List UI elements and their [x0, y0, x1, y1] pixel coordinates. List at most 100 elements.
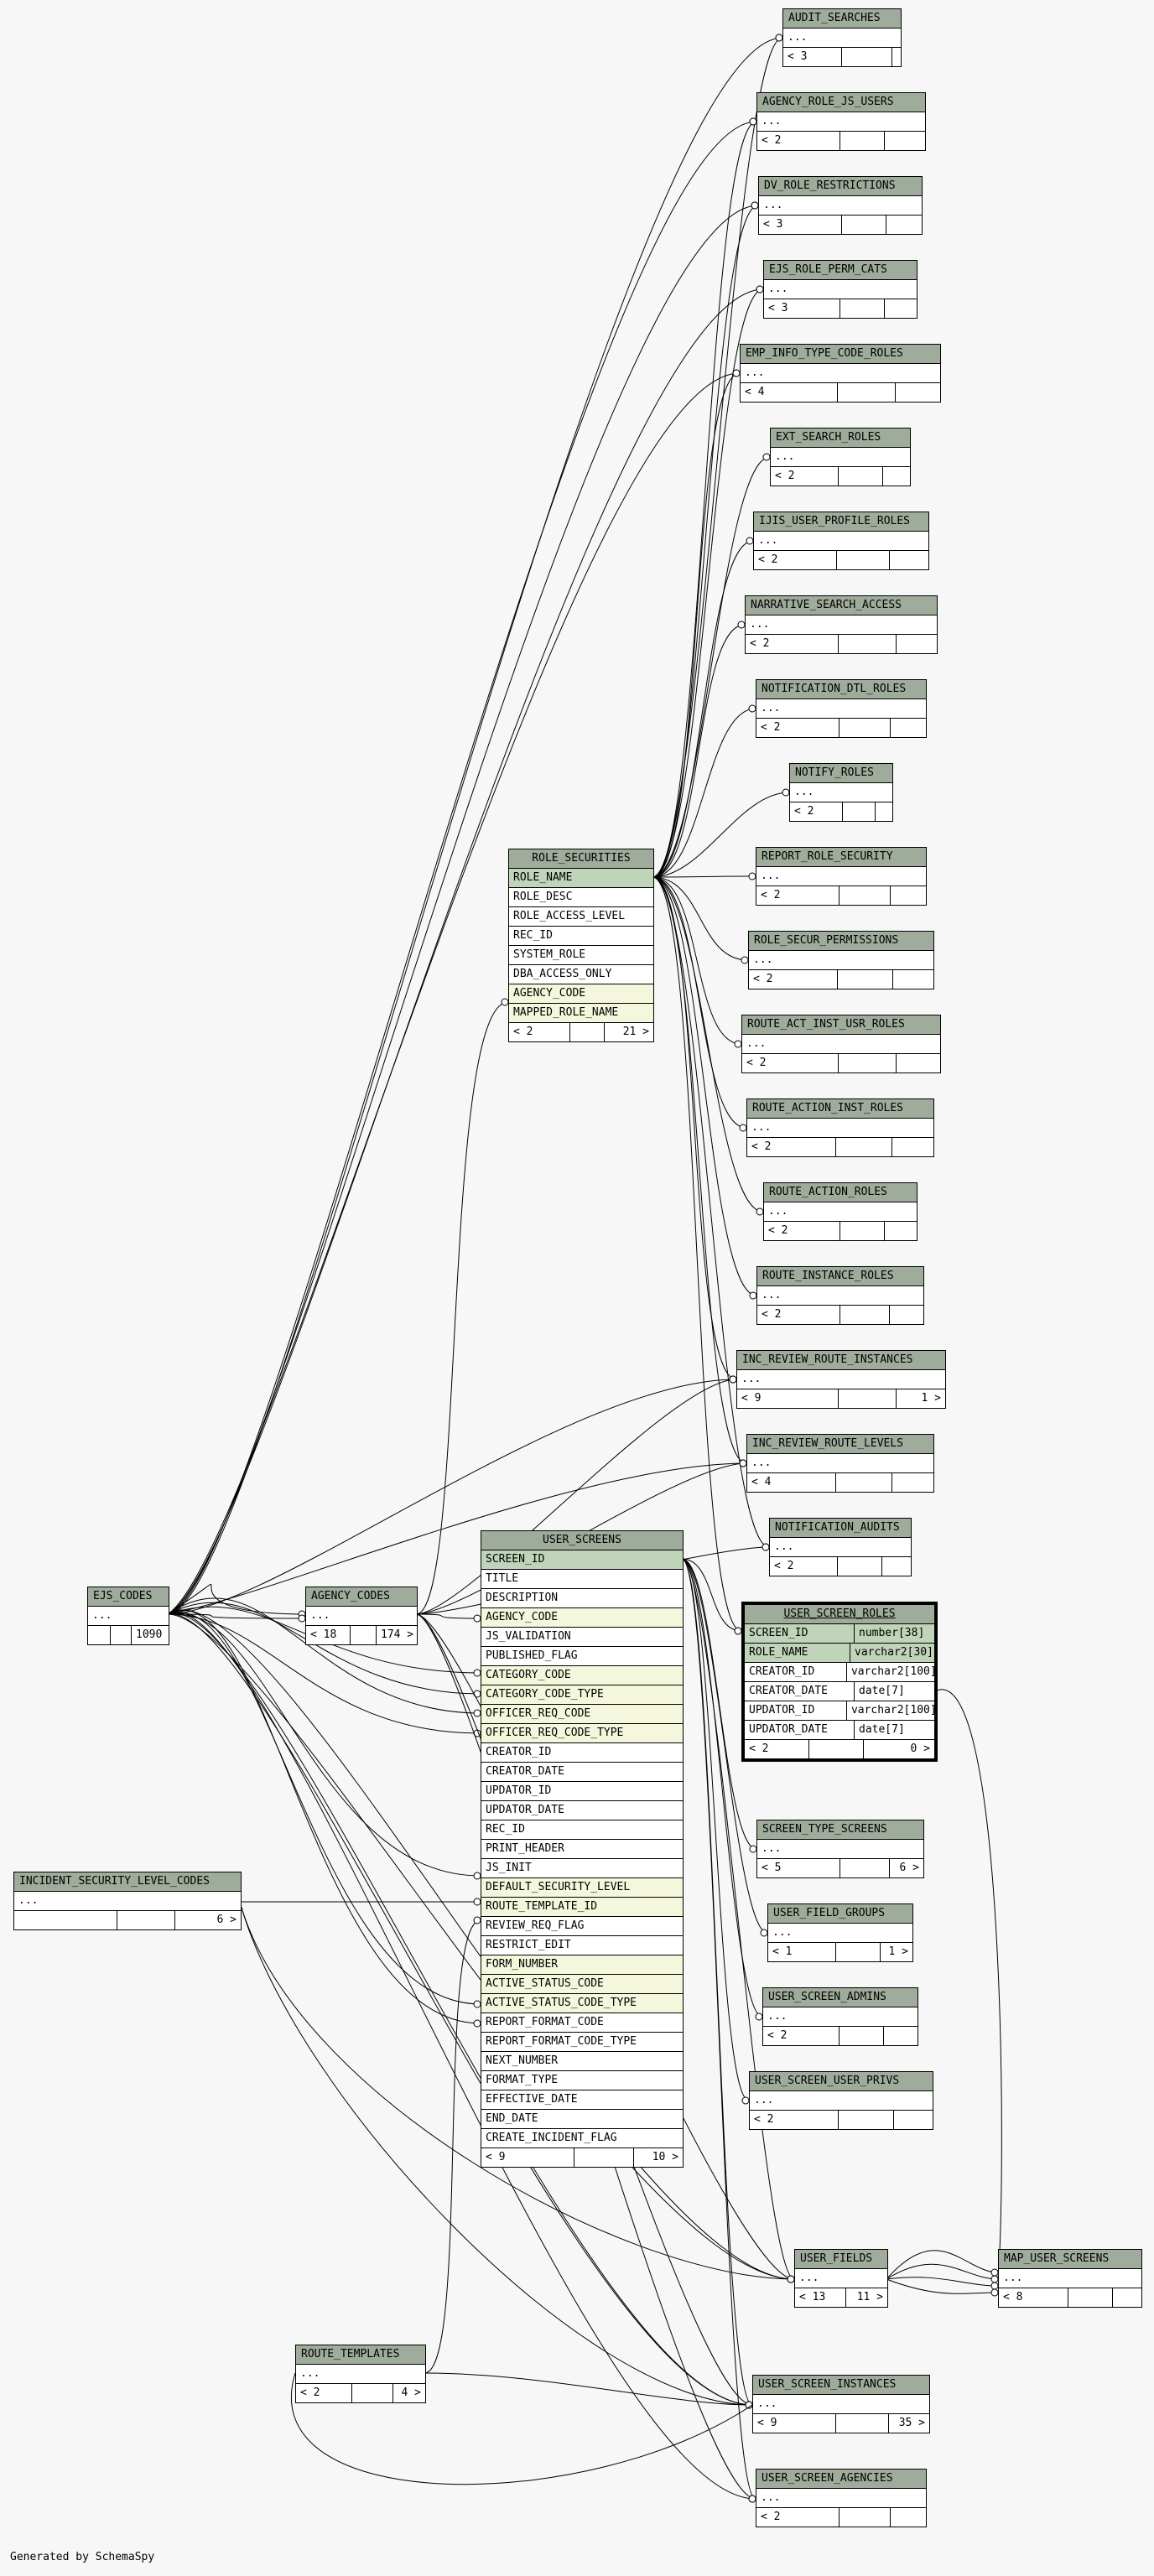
- relationship-edge: [167, 1583, 306, 1615]
- relationship-edge: [652, 37, 783, 878]
- table-report-role-security[interactable]: REPORT_ROLE_SECURITY ... < 2: [756, 847, 927, 906]
- children-count: 11 >: [856, 2291, 883, 2303]
- relationship-edge: [167, 205, 759, 1615]
- children-count: 4 >: [401, 2386, 421, 2399]
- table-narrative-search-access[interactable]: NARRATIVE_SEARCH_ACCESS ... < 2: [745, 595, 938, 654]
- table-ejs-codes[interactable]: EJS_CODES ... 1090 >: [87, 1587, 169, 1645]
- table-notify-roles[interactable]: NOTIFY_ROLES ... < 2: [789, 763, 893, 822]
- relationship-edge: [167, 1379, 737, 1615]
- collapsed-columns: ...: [746, 615, 937, 635]
- crowfoot-marker: [990, 2288, 999, 2297]
- column-updator-id: UPDATOR_ID: [481, 1782, 683, 1801]
- children-count: 10 >: [652, 2151, 678, 2163]
- column-format-type: FORMAT_TYPE: [481, 2071, 683, 2090]
- relationship-edge: [681, 1558, 757, 1850]
- relationship-edge: [652, 876, 757, 1296]
- parents-count: < 2: [771, 467, 839, 486]
- collapsed-columns: ...: [750, 2091, 933, 2111]
- children-count: [885, 132, 925, 150]
- collapsed-columns: ...: [999, 2269, 1141, 2288]
- relationship-edge: [652, 876, 742, 1632]
- collapsed-columns: ...: [757, 1840, 923, 1859]
- table-emp-info-type-code-roles[interactable]: EMP_INFO_TYPE_CODE_ROLES ... < 4: [740, 344, 941, 402]
- column-active-status-code-type: ACTIVE_STATUS_CODE_TYPE: [481, 1994, 683, 2013]
- table-inc-review-route-levels[interactable]: INC_REVIEW_ROUTE_LEVELS ... < 4: [746, 1434, 934, 1493]
- table-route-action-roles[interactable]: ROUTE_ACTION_ROLES ... < 2: [763, 1182, 917, 1241]
- table-incident-security-level-codes[interactable]: INCIDENT_SECURITY_LEVEL_CODES ... 6 >: [13, 1872, 242, 1930]
- children-count: [897, 635, 937, 653]
- table-notification-audits[interactable]: NOTIFICATION_AUDITS ... < 2: [769, 1518, 912, 1576]
- relationship-edge: [652, 456, 771, 878]
- relationship-edge: [167, 288, 764, 1615]
- collapsed-columns: ...: [749, 951, 933, 970]
- relationship-edge: [652, 540, 754, 878]
- column-creator-date: CREATOR_DATE: [481, 1763, 683, 1782]
- children-count: 0 >: [910, 1742, 930, 1755]
- crowfoot-marker: [298, 1614, 306, 1623]
- table-name: USER_SCREENS: [481, 1531, 683, 1550]
- parents-count: < 2: [742, 1054, 839, 1072]
- table-name: AUDIT_SEARCHES: [783, 9, 901, 29]
- table-user-screen-user-privs[interactable]: USER_SCREEN_USER_PRIVS ... < 2: [749, 2071, 933, 2130]
- parents-count: [14, 1911, 117, 1929]
- table-route-action-inst-roles[interactable]: ROUTE_ACTION_INST_ROLES ... < 2: [746, 1098, 934, 1157]
- table-name: NARRATIVE_SEARCH_ACCESS: [746, 596, 937, 615]
- crowfoot-marker: [729, 1375, 737, 1384]
- relationship-edge: [167, 1609, 795, 2280]
- crowfoot-marker: [760, 1929, 768, 1937]
- crowfoot-marker: [762, 1543, 770, 1551]
- table-audit-searches[interactable]: AUDIT_SEARCHES ... < 3: [782, 8, 902, 67]
- relationship-edge: [652, 876, 737, 1380]
- children-count: [891, 2508, 926, 2527]
- table-role-secur-permissions[interactable]: ROLE_SECUR_PERMISSIONS ... < 2: [748, 931, 934, 989]
- parents-count: < 9: [481, 2148, 574, 2167]
- generated-by-footer: Generated by SchemaSpy: [10, 2551, 155, 2563]
- parents-count: < 2: [756, 886, 840, 905]
- crowfoot-marker: [741, 2096, 750, 2105]
- collapsed-columns: ...: [759, 196, 922, 216]
- collapsed-columns: ...: [306, 1607, 417, 1626]
- children-count: [897, 1054, 940, 1072]
- crowfoot-marker: [990, 2268, 999, 2277]
- table-route-act-inst-usr-roles[interactable]: ROUTE_ACT_INST_USR_ROLES ... < 2: [741, 1015, 941, 1073]
- table-user-screen-admins[interactable]: USER_SCREEN_ADMINS ... < 2: [762, 1987, 918, 2046]
- table-map-user-screens[interactable]: MAP_USER_SCREENS ... < 8: [998, 2249, 1142, 2308]
- column-report-format-code: REPORT_FORMAT_CODE: [481, 2013, 683, 2033]
- table-user-screen-agencies[interactable]: USER_SCREEN_AGENCIES ... < 2: [756, 2469, 927, 2527]
- column-rec-id: REC_ID: [509, 927, 653, 946]
- children-count: 174 >: [381, 1628, 414, 1641]
- relationship-edge: [167, 1462, 747, 1615]
- crowfoot-marker: [755, 2012, 763, 2021]
- table-agency-role-js-users[interactable]: AGENCY_ROLE_JS_USERS ... < 2: [756, 92, 926, 151]
- collapsed-columns: ...: [763, 2007, 917, 2027]
- table-name: USER_SCREEN_ROLES: [745, 1605, 934, 1624]
- children-count: [896, 383, 940, 402]
- table-dv-role-restrictions[interactable]: DV_ROLE_RESTRICTIONS ... < 3: [758, 176, 923, 235]
- table-route-instance-roles[interactable]: ROUTE_INSTANCE_ROLES ... < 2: [756, 1266, 924, 1325]
- table-ejs-role-perm-cats[interactable]: EJS_ROLE_PERM_CATS ... < 3: [763, 260, 917, 319]
- relationship-edge: [415, 1613, 481, 1619]
- relationship-edge: [167, 1602, 481, 1695]
- children-count: 35 >: [898, 2417, 925, 2429]
- crowfoot-marker: [787, 2275, 795, 2283]
- table-ijis-user-profile-roles[interactable]: IJIS_USER_PROFILE_ROLES ... < 2: [753, 512, 929, 570]
- relationship-edge: [167, 1613, 481, 1734]
- parents-count: [88, 1626, 111, 1644]
- table-name: NOTIFY_ROLES: [790, 764, 892, 783]
- table-notification-dtl-roles[interactable]: NOTIFICATION_DTL_ROLES ... < 2: [756, 679, 927, 738]
- children-count: [1113, 2288, 1141, 2307]
- table-role-securities[interactable]: ROLE_SECURITIES ROLE_NAME ROLE_DESC ROLE…: [508, 849, 654, 1042]
- table-name: ROUTE_TEMPLATES: [296, 2345, 425, 2365]
- parents-count: < 2: [749, 970, 838, 989]
- table-ext-search-roles[interactable]: EXT_SEARCH_ROLES ... < 2: [770, 428, 911, 486]
- parents-count: < 2: [770, 1557, 838, 1576]
